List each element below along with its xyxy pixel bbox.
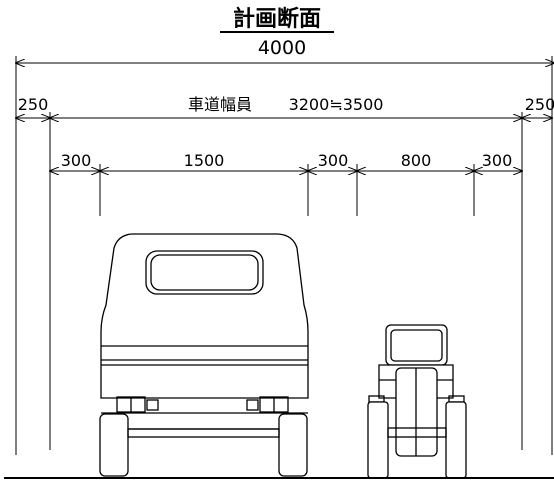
gap2-label: 300 xyxy=(318,151,349,170)
drawing-title: 計画断面 xyxy=(233,6,321,32)
shoulder-left-label: 250 xyxy=(18,95,49,114)
gap3-label: 300 xyxy=(482,151,513,170)
lane-label: 車道幅員 xyxy=(188,95,252,114)
tractor-width-label: 800 xyxy=(401,151,432,170)
total-width-label: 4000 xyxy=(258,37,306,59)
small-tractor-rear-view-icon xyxy=(367,324,467,479)
car-width-label: 1500 xyxy=(184,151,225,170)
light-truck-rear-view-icon xyxy=(99,233,309,477)
lane-width-label: 3200≒3500 xyxy=(289,95,384,114)
gap1-label: 300 xyxy=(61,151,92,170)
shoulder-right-label: 250 xyxy=(525,95,554,114)
